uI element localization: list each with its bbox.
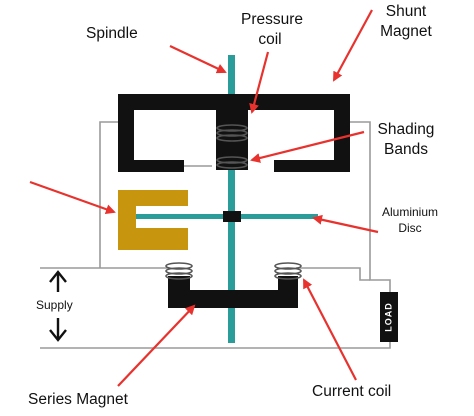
- label-series-magnet: Series Magnet: [28, 391, 129, 408]
- arrow-shunt-magnet: [333, 9, 373, 82]
- shading-bands: [216, 156, 248, 169]
- arrow-series-magnet: [117, 304, 196, 387]
- pressure-coil: [216, 124, 248, 142]
- wire-shunt-left: [99, 121, 120, 268]
- label-aluminium-disc-2: Disc: [398, 221, 421, 235]
- label-pressure-coil-2: coil: [258, 31, 281, 48]
- label-shunt-magnet-2: Magnet: [380, 23, 432, 40]
- load-label: LOAD: [383, 302, 393, 332]
- arrow-brake-magnet: [29, 180, 116, 215]
- label-shading-bands-1: Shading: [378, 121, 435, 138]
- series-magnet: [168, 276, 298, 308]
- label-aluminium-disc-1: Aluminium: [382, 205, 438, 219]
- label-spindle: Spindle: [86, 25, 138, 42]
- disc-hub: [223, 211, 241, 222]
- wire-coil-right: [296, 267, 370, 281]
- label-shading-bands-2: Bands: [384, 141, 428, 158]
- brake-magnet: [118, 190, 188, 250]
- arrow-aluminium-disc: [312, 214, 379, 234]
- arrow-current-coil: [303, 278, 357, 381]
- current-coil-left: [165, 262, 193, 280]
- label-pressure-coil-1: Pressure: [241, 11, 303, 28]
- load-box: [380, 292, 398, 342]
- shunt-magnet: [118, 94, 350, 172]
- arrow-spindle: [169, 45, 227, 74]
- pointer-arrows: [29, 9, 379, 387]
- supply-arrows: [49, 270, 67, 342]
- spindle: [228, 55, 235, 343]
- label-shunt-magnet-1: Shunt: [386, 3, 427, 20]
- label-supply: Supply: [36, 298, 73, 312]
- label-current-coil: Current coil: [312, 383, 391, 400]
- arrow-pressure-coil: [249, 51, 270, 114]
- arrow-shading-bands: [250, 130, 365, 163]
- current-coil-right: [274, 262, 302, 280]
